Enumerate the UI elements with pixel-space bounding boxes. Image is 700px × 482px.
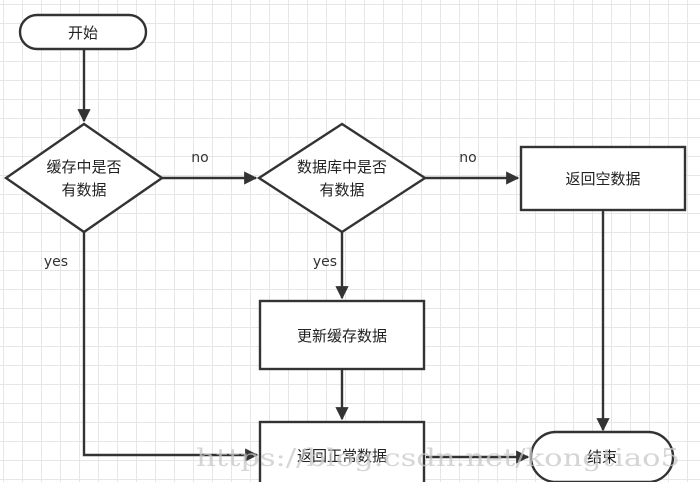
update-cache-label: 更新缓存数据 [297,327,387,345]
end-label: 结束 [587,448,617,466]
watermark-text: https://blog.csdn.net/kongtiao5 [196,444,680,472]
return-normal-node [258,420,426,482]
edge-label-db-yes: yes [313,254,337,270]
edge-cache-to-normal [82,232,259,462]
start-node [18,13,148,51]
db-check-label-line1: 数据库中是否 [297,158,387,176]
return-empty-label: 返回空数据 [565,170,640,188]
db-check-node [256,122,428,234]
edge-label-cache-yes: yes [44,254,68,270]
edge-label-db-no: no [459,150,476,166]
edge-label-cache-no: no [191,150,208,166]
end-node [529,430,675,482]
cache-check-node [3,122,165,234]
cache-check-label-line1: 缓存中是否 [46,158,121,176]
db-check-label-line2: 有数据 [319,181,364,199]
return-empty-node [519,145,687,212]
start-label: 开始 [68,24,98,42]
cache-check-label-line2: 有数据 [61,181,106,199]
update-cache-node [258,299,426,371]
return-normal-label: 返回正常数据 [297,447,387,465]
